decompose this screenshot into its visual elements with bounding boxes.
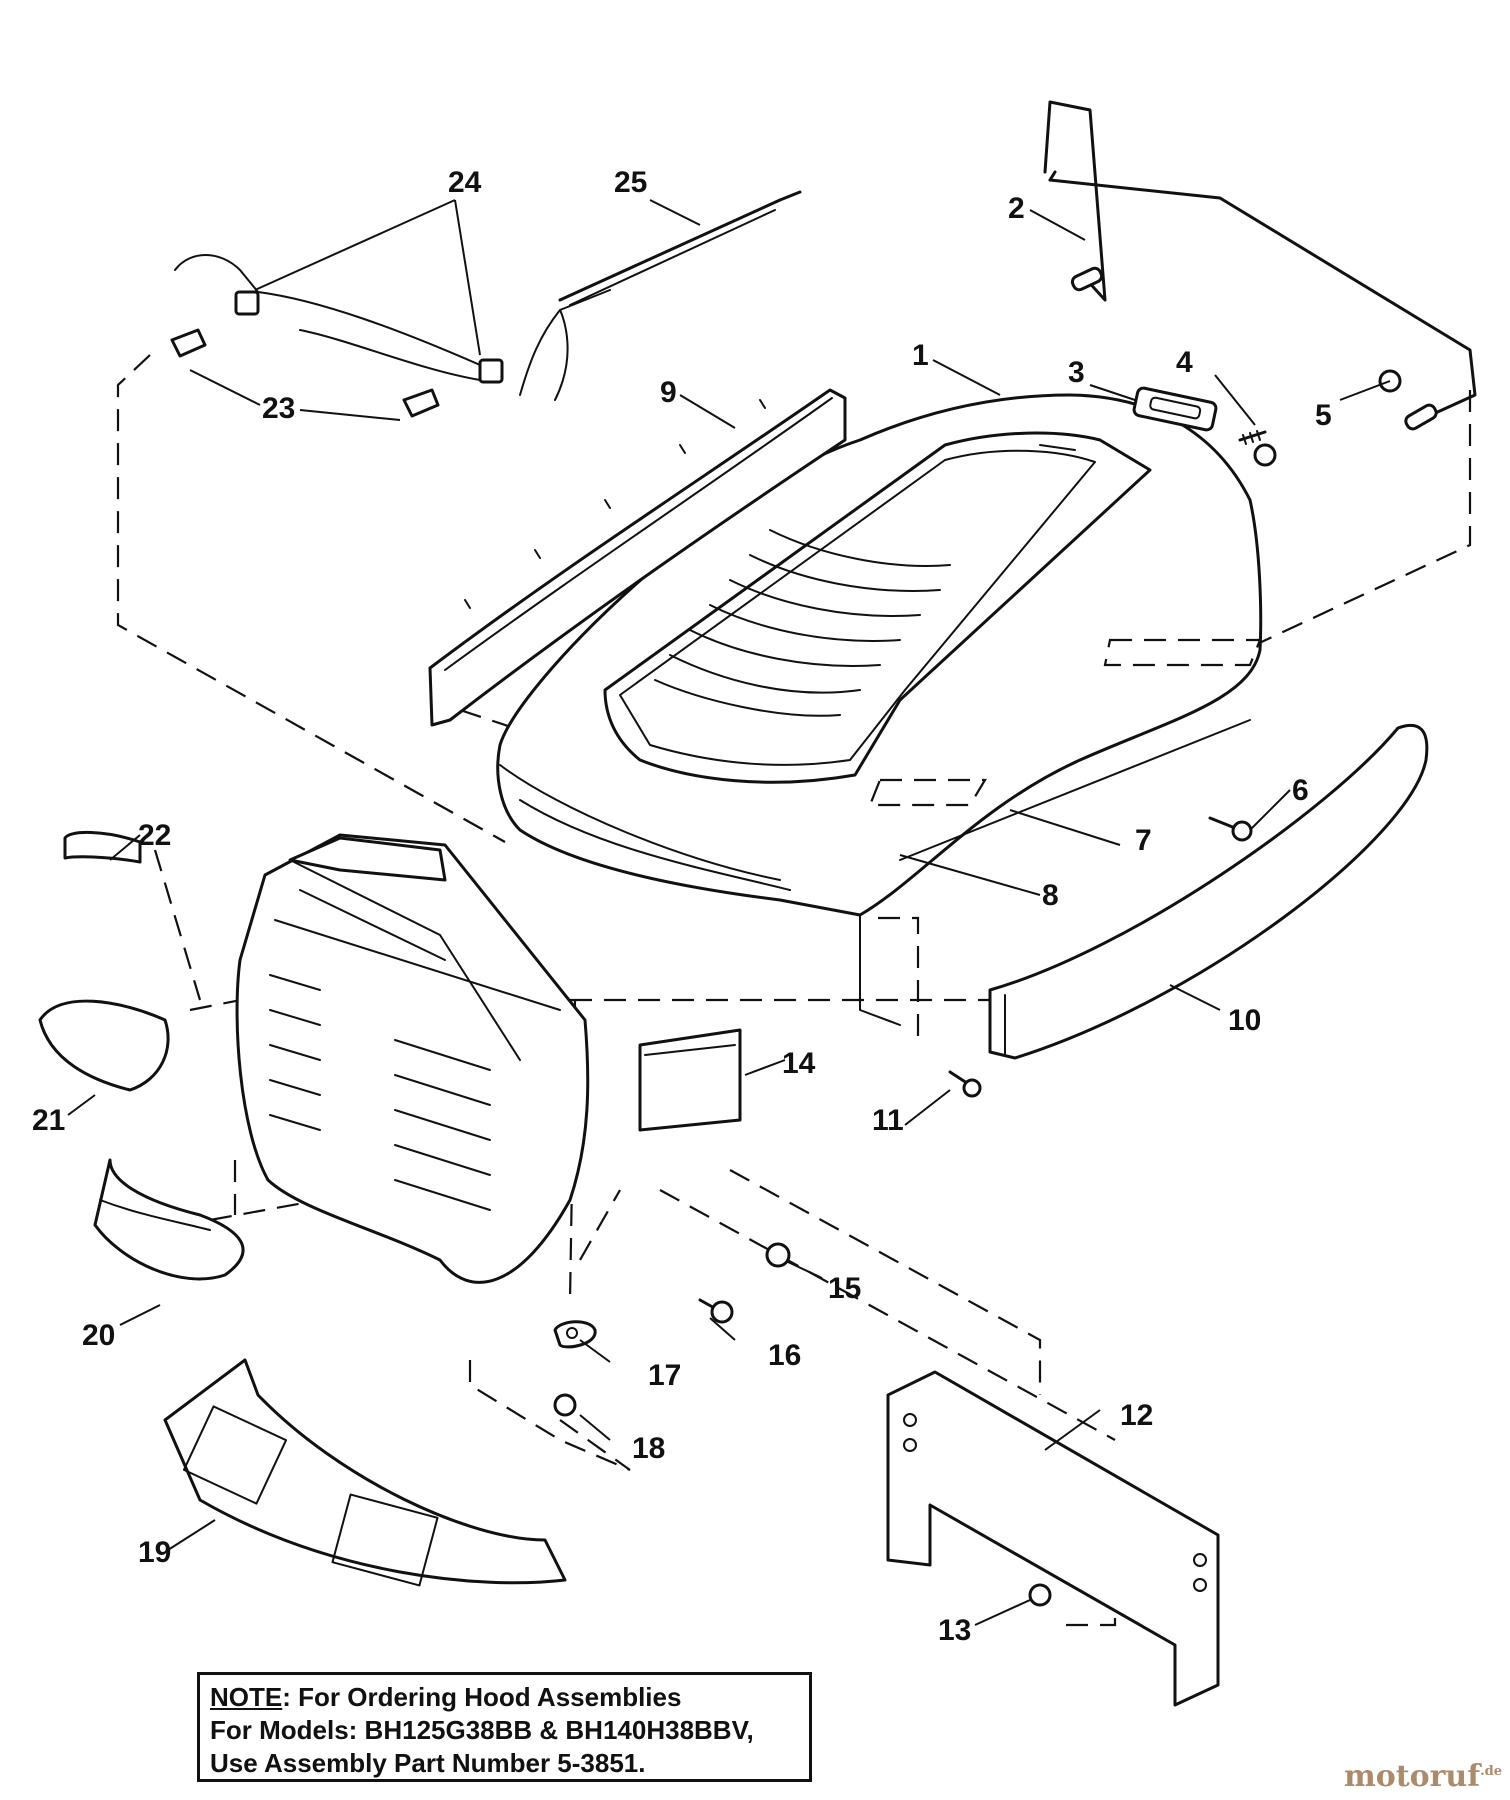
callout-3: 3 [1068,356,1085,389]
note-label: NOTE [210,1682,283,1712]
callout-20: 20 [82,1319,115,1352]
fasteners-parts-15-18 [553,1242,791,1417]
callout-numbers: 1 2 3 4 5 6 7 8 9 10 11 12 13 14 15 16 1… [32,166,1332,1647]
callout-4: 4 [1176,346,1193,379]
screws-parts-6-11 [948,816,1253,1098]
side-panel-part-9 [428,388,847,727]
callout-7: 7 [1135,824,1152,857]
note-line-1-text: : For Ordering Hood Assemblies [282,1682,682,1712]
callout-9: 9 [660,376,677,409]
note-line-2: For Models: BH125G38BB & BH140H38BBV, [210,1715,754,1745]
watermark-logo: motoruf.de [1344,1759,1502,1794]
callout-21: 21 [32,1104,65,1137]
note-line-1: NOTE: For Ordering Hood Assemblies [210,1681,799,1714]
note-line-3: Use Assembly Part Number 5-3851. [210,1748,646,1778]
hood-part-1 [496,393,1263,1026]
lenses-parts-20-21-22 [38,830,245,1281]
hood-rod-part-2 [1043,100,1477,431]
callout-23: 23 [262,392,295,425]
watermark-brand: motoruf [1343,1759,1481,1794]
front-grille-housing-part-14 [235,833,742,1284]
callout-2: 2 [1008,192,1025,225]
side-panel-part-10 [988,723,1429,1060]
callout-10: 10 [1228,1004,1261,1037]
callout-15: 15 [828,1272,861,1305]
callout-13: 13 [938,1614,971,1647]
callout-6: 6 [1292,774,1309,807]
callout-25: 25 [614,166,647,199]
callout-5: 5 [1315,399,1332,432]
ordering-note-box: NOTE: For Ordering Hood Assemblies For M… [197,1672,812,1782]
callout-11: 11 [872,1104,904,1137]
callout-12: 12 [1120,1399,1153,1432]
callout-24: 24 [448,166,482,199]
callout-leaders [67,199,1391,1626]
callout-16: 16 [768,1339,801,1372]
callout-14: 14 [782,1047,816,1080]
callout-17: 17 [648,1359,681,1392]
callout-19: 19 [138,1536,171,1569]
vent-slots [654,529,951,717]
assembly-dash-lines [116,354,1472,1627]
light-harness-parts-23-24-25 [170,190,802,418]
callout-1: 1 [912,339,929,372]
bumper-part-19 [163,1358,567,1587]
watermark-suffix: .de [1480,1764,1502,1779]
callout-8: 8 [1042,879,1059,912]
callout-22: 22 [138,819,171,852]
bracket-part-12 [886,1370,1220,1707]
callout-18: 18 [632,1432,665,1465]
